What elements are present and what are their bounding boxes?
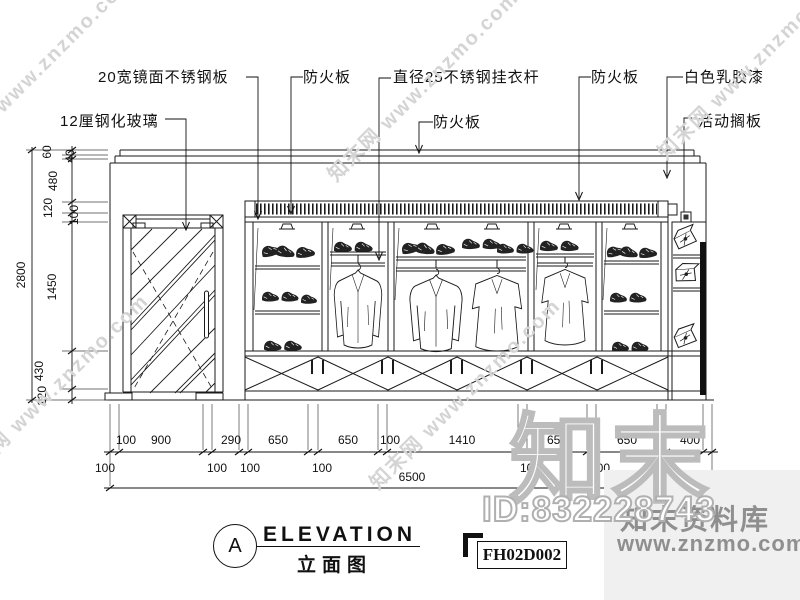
callout-movable-shelf: 活动搁板 <box>698 113 763 130</box>
dim-bottom: 290 <box>220 433 242 447</box>
downlight-icon <box>423 223 441 230</box>
watermark-panel <box>604 470 800 600</box>
callout-fire-board-3: 防火板 <box>591 69 640 86</box>
bay2-hanging <box>330 242 386 349</box>
shoes-icon <box>264 341 302 351</box>
dim-bottom: 400 <box>679 433 701 447</box>
dim-bottom2: 100 <box>239 461 261 475</box>
callout-fire-board-2: 防火板 <box>433 114 482 131</box>
title-underline <box>256 546 420 547</box>
downlight-icon <box>348 223 366 230</box>
dim-left: 40 <box>63 149 77 163</box>
drawing-number-corner-mark <box>463 533 483 557</box>
door-corner-box-icon <box>209 214 224 229</box>
jacket-icon <box>409 268 463 353</box>
callout-hanger-rod: 直径25不锈钢挂衣杆 <box>393 69 540 86</box>
shoes-icon <box>610 293 647 303</box>
dim-left: 60 <box>40 145 54 159</box>
dim-left: 120 <box>41 197 55 219</box>
door-corner-box-icon <box>122 214 137 229</box>
dim-bottom: 650 <box>546 433 568 447</box>
glass-door <box>104 214 224 401</box>
bay5-shoe-shelves <box>604 244 659 351</box>
dim-bottom: 900 <box>150 433 172 447</box>
shoes-icon <box>262 292 299 302</box>
downlight-icon <box>278 223 296 230</box>
bay3-hanging <box>396 239 534 353</box>
downlight-icon <box>483 223 501 230</box>
shoes-icon <box>462 239 501 249</box>
callout-white-paint: 白色乳胶漆 <box>684 69 765 86</box>
dim-bottom2: 100 <box>311 461 333 475</box>
shoes-icon <box>300 294 318 305</box>
bay1-shoe-shelves <box>255 243 320 351</box>
movable-shelf-unit <box>671 211 707 401</box>
dim-bottom2: 100 <box>519 461 541 475</box>
display-bag-icon <box>671 223 699 250</box>
display-bag-icon <box>671 323 699 349</box>
dim-left: 1450 <box>45 273 59 301</box>
dim-bottom: 100 <box>115 433 137 447</box>
drawing-number: FH02D002 <box>477 541 567 569</box>
base-cabinets <box>244 350 706 392</box>
shoes-icon <box>260 243 315 259</box>
dim-bottom: 100 <box>379 433 401 447</box>
hanger-rod <box>396 267 526 272</box>
shoes-icon <box>605 244 657 259</box>
hanger-rod <box>537 262 593 267</box>
jacket-icon <box>333 263 383 349</box>
watermark-library: 知末资料库 <box>620 504 771 535</box>
watermark-id: ID:832228743 <box>481 489 716 530</box>
glass-hatch <box>130 228 216 394</box>
downlight-icon <box>555 223 573 230</box>
shoes-icon <box>540 241 579 251</box>
dim-bottom2: 100 <box>94 461 116 475</box>
watermark-site-url: www.znzmo.com <box>617 531 800 556</box>
dim-left-total: 2800 <box>14 261 28 289</box>
cabinet-handles <box>311 360 603 374</box>
dim-bottom: 1410 <box>448 433 476 447</box>
dim-bottom2: 100 <box>206 461 228 475</box>
callout-leaders <box>165 76 697 261</box>
bay4-hanging <box>536 241 594 346</box>
wall-structure <box>104 149 714 401</box>
display-cabinet <box>244 200 706 401</box>
callout-tempered-glass: 12厘钢化玻璃 <box>60 113 159 130</box>
elevation-bubble: A <box>213 524 257 568</box>
shoes-icon <box>334 242 373 252</box>
dim-bottom: 650 <box>616 433 638 447</box>
title-english: ELEVATION <box>263 523 417 546</box>
dim-bottom: 650 <box>267 433 289 447</box>
callout-mirror-steel: 20宽镜面不锈钢板 <box>98 69 229 86</box>
door-swing-dashes <box>132 251 214 391</box>
title-chinese: 立面图 <box>297 555 373 576</box>
door-handle <box>204 290 209 339</box>
dim-left: 480 <box>46 170 60 192</box>
elevation-bubble-letter: A <box>228 534 242 557</box>
dim-bottom-total: 6500 <box>398 470 426 484</box>
dim-bottom: 650 <box>337 433 359 447</box>
dim-left: 100 <box>67 204 81 226</box>
watermark-brand: 知末 <box>509 406 714 516</box>
callout-fire-board-1: 防火板 <box>303 69 352 86</box>
display-bag-icon <box>673 260 700 285</box>
shoes-icon <box>400 240 455 256</box>
shoes-icon <box>612 342 649 352</box>
hanger-rod <box>331 262 385 267</box>
downlight-icon <box>621 223 639 230</box>
